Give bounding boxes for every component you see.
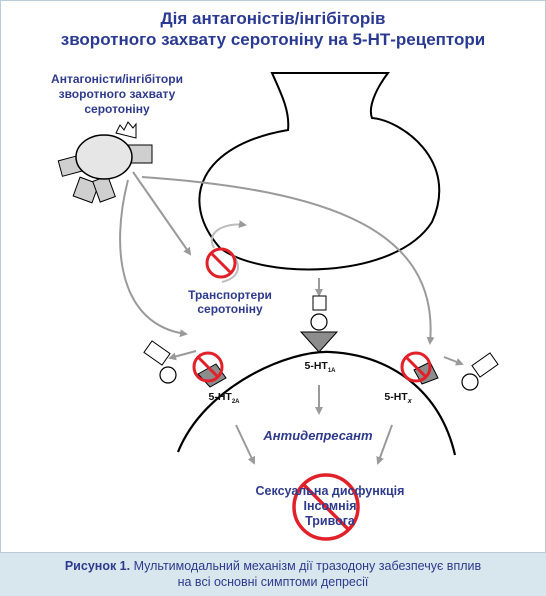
arrow-transporter-loop bbox=[210, 220, 247, 249]
receptor-5htx-main: 5-НТ bbox=[384, 391, 408, 403]
caption-number: Рисунок 1. bbox=[64, 559, 131, 573]
diagram-canvas bbox=[57, 72, 499, 541]
receptor-5ht1a-main: 5-НТ bbox=[304, 360, 328, 372]
antagonist-label: Антагоністи/інгібітори зворотного захват… bbox=[32, 72, 202, 117]
serotonin-5ht1a bbox=[299, 295, 339, 353]
transporter-label-line-2: серотоніну bbox=[197, 302, 263, 316]
transporter-label-line-1: Транспортери bbox=[188, 288, 272, 302]
side-effect-sexual: Сексуальна дисфункція bbox=[255, 484, 405, 498]
receptor-5ht2a-label: 5-НТ2А bbox=[194, 391, 254, 405]
antagonist-label-line-3: серотоніну bbox=[84, 102, 150, 116]
figure-title: Дія антагоністів/інгібіторів зворотного … bbox=[0, 8, 546, 50]
arrow-to-5htx bbox=[141, 176, 435, 345]
arrow-to-5ht2a bbox=[119, 179, 188, 338]
title-line-1: Дія антагоністів/інгібіторів bbox=[160, 9, 386, 28]
transporter-label: Транспортери серотоніну bbox=[170, 288, 290, 316]
caption-text-1: Мультимодальний механізм дії тразодону з… bbox=[133, 559, 482, 573]
antagonist-label-line-1: Антагоністи/інгібітори bbox=[51, 72, 183, 86]
arrow-2a-down bbox=[235, 424, 256, 465]
presynaptic-terminal bbox=[198, 72, 441, 271]
receptor-5htx-label: 5-НТх bbox=[368, 391, 428, 405]
receptor-5htx-sub: х bbox=[407, 398, 412, 406]
caption-bar bbox=[0, 553, 546, 596]
side-effect-insomnia: Інсомнія bbox=[303, 499, 357, 513]
arrow-out-right bbox=[443, 356, 464, 366]
receptor-5ht2a-main: 5-НТ bbox=[208, 391, 232, 403]
arrow-x-down bbox=[376, 424, 393, 465]
title-line-2: зворотного захвату серотоніну на 5-НТ-ре… bbox=[60, 30, 486, 49]
side-effects-label: Сексуальна дисфункція Інсомнія Тривога bbox=[200, 484, 460, 529]
prohibition-icon-transporter bbox=[205, 247, 237, 279]
figure-frame bbox=[0, 0, 546, 553]
receptor-5ht1a-sub: 1А bbox=[327, 368, 336, 375]
postsynaptic-membrane bbox=[176, 350, 457, 456]
antagonist-molecule bbox=[57, 121, 153, 204]
displaced-ligand-left bbox=[143, 340, 177, 384]
arrow-out-left bbox=[168, 350, 197, 361]
receptor-5ht2a-sub: 2А bbox=[231, 399, 240, 406]
receptor-5ht1a-label: 5-НТ1А bbox=[290, 360, 350, 374]
figure-caption: Рисунок 1. Мультимодальний механізм дії … bbox=[0, 558, 546, 590]
caption-line-1: Рисунок 1. Мультимодальний механізм дії … bbox=[0, 558, 546, 574]
caption-text-2: на всі основні симптоми депресії bbox=[177, 575, 369, 589]
antagonist-label-line-2: зворотного захвату bbox=[58, 87, 176, 101]
prohibition-icon-5htx bbox=[400, 351, 432, 383]
arrow-to-transporter bbox=[132, 171, 192, 256]
prohibition-icon-5ht2a bbox=[192, 351, 224, 383]
prohibition-icon-side-effects bbox=[292, 473, 360, 541]
side-effect-anxiety: Тривога bbox=[305, 514, 355, 528]
displaced-ligand-right bbox=[461, 352, 499, 391]
antidepressant-label: Антидепресант bbox=[263, 428, 373, 443]
